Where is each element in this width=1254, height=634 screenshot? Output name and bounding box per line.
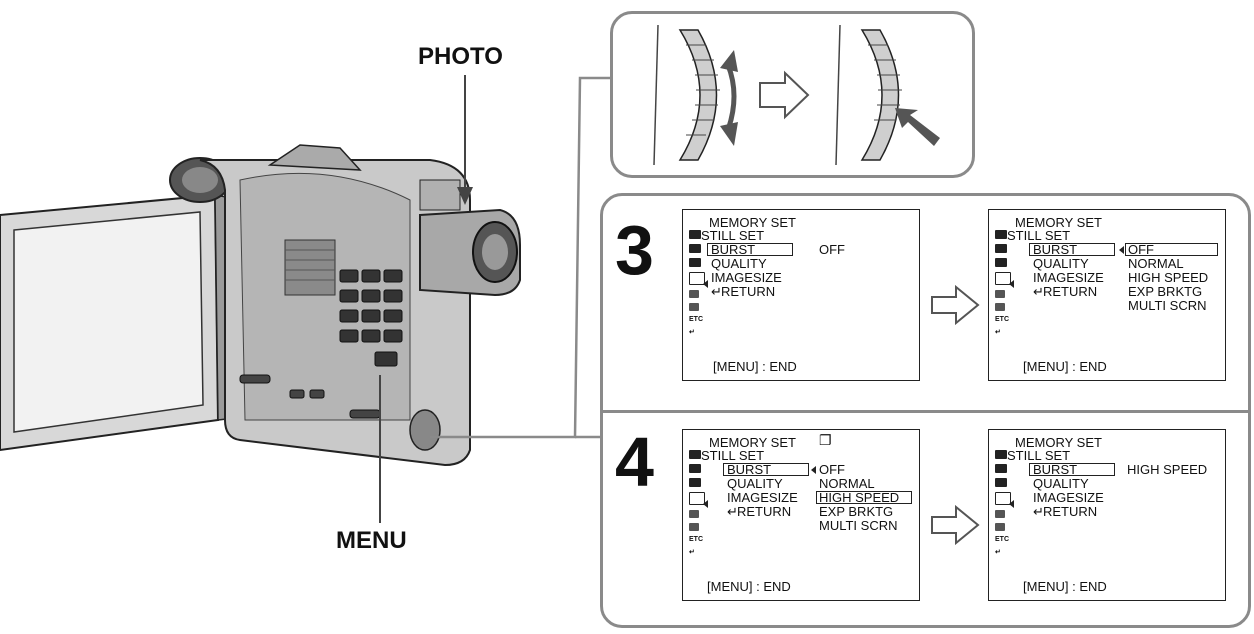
menu-item-return: RETURN: [1043, 504, 1098, 519]
burst-highlight-box: [723, 463, 809, 476]
option-selected-box: [816, 491, 912, 504]
photo-label: PHOTO: [418, 43, 503, 70]
photo-pointer-arrow: [457, 75, 473, 205]
menu-item-burst: BURST: [711, 242, 756, 257]
return-icon: ↵: [689, 329, 695, 336]
option-off: OFF: [819, 462, 845, 477]
screen-title: MEMORY SET: [709, 435, 796, 450]
burst-highlight-box: [1029, 243, 1115, 256]
menu-item-burst: BURST: [727, 462, 772, 477]
dial-panel: [610, 11, 975, 178]
menu-item-return: RETURN: [721, 284, 776, 299]
connector-lines: [430, 76, 610, 439]
option-high-speed: HIGH SPEED: [1128, 270, 1209, 285]
burst-highlight-box: [1029, 463, 1115, 476]
memory-set-icon: [995, 492, 1011, 505]
memory-set-icon: [995, 272, 1011, 285]
burst-value: HIGH SPEED: [1127, 462, 1208, 477]
screen-footer: [MENU] : END: [707, 579, 791, 594]
menu-icons-column: ETC ↵: [995, 230, 1011, 342]
menu-icons-column: ETC ↵: [689, 450, 705, 562]
menu-screen-step3-after: MEMORY SET STILL SET BURST QUALITY IMAGE…: [988, 209, 1226, 381]
menu-item-imagesize: IMAGESIZE: [1033, 490, 1104, 505]
screen-subtitle: STILL SET: [1007, 228, 1071, 243]
screen-title: MEMORY SET: [1015, 435, 1102, 450]
option-normal: NORMAL: [819, 476, 875, 491]
camcorder-illustration: [0, 144, 521, 467]
option-normal: NORMAL: [1128, 256, 1184, 271]
screen-subtitle: STILL SET: [701, 228, 765, 243]
menu-icons-column: ETC ↵: [689, 230, 705, 342]
option-off: OFF: [1128, 242, 1154, 257]
return-icon: ↵: [689, 549, 695, 556]
option-selected-box: [1125, 243, 1218, 256]
menu-screen-step3-before: MEMORY SET STILL SET BURST QUALITY IMAGE…: [682, 209, 920, 381]
screen-subtitle: STILL SET: [701, 448, 765, 463]
menu-label: MENU: [336, 527, 407, 554]
menu-item-return: RETURN: [737, 504, 792, 519]
menu-item-burst: BURST: [1033, 242, 1078, 257]
menu-icons-column: ETC ↵: [995, 450, 1011, 562]
menu-item-imagesize: IMAGESIZE: [711, 270, 782, 285]
option-high-speed: HIGH SPEED: [819, 490, 900, 505]
screen-footer: [MENU] : END: [1023, 359, 1107, 374]
screen-subtitle: STILL SET: [1007, 448, 1071, 463]
menu-item-quality: QUALITY: [1033, 256, 1089, 271]
return-icon: ↵: [711, 284, 722, 299]
menu-item-imagesize: IMAGESIZE: [727, 490, 798, 505]
memory-set-icon: [689, 272, 705, 285]
camera-body: [199, 144, 521, 467]
return-icon: ↵: [1033, 504, 1044, 519]
menu-item-quality: QUALITY: [711, 256, 767, 271]
return-icon: ↵: [995, 329, 1001, 336]
menu-item-return: RETURN: [1043, 284, 1098, 299]
screen-title: MEMORY SET: [709, 215, 796, 230]
menu-item-burst: BURST: [1033, 462, 1078, 477]
steps-divider: [602, 410, 1249, 413]
menu-screen-step4-before: MEMORY SET ❐ STILL SET BURST QUALITY IMA…: [682, 429, 920, 601]
screen-footer: [MENU] : END: [713, 359, 797, 374]
return-icon: ↵: [727, 504, 738, 519]
return-icon: ↵: [995, 549, 1001, 556]
option-exp-brktg: EXP BRKTG: [819, 504, 894, 519]
menu-screen-step4-after: MEMORY SET STILL SET BURST QUALITY IMAGE…: [988, 429, 1226, 601]
menu-item-quality: QUALITY: [727, 476, 783, 491]
dial-rotate-illustration: [653, 24, 940, 166]
menu-item-quality: QUALITY: [1033, 476, 1089, 491]
step3-transition-arrow: [931, 285, 980, 325]
memory-set-icon: [689, 492, 705, 505]
menu-item-imagesize: IMAGESIZE: [1033, 270, 1104, 285]
screen-footer: [MENU] : END: [1023, 579, 1107, 594]
option-multi-scrn: MULTI SCRN: [819, 518, 898, 533]
menu-leader-line: [379, 375, 381, 523]
screen-title: MEMORY SET: [1015, 215, 1102, 230]
step-4-number: 4: [615, 423, 654, 501]
return-icon: ↵: [1033, 284, 1044, 299]
burst-highlight-box: [707, 243, 793, 256]
step-3-number: 3: [615, 211, 654, 289]
lcd-panel: [0, 193, 236, 452]
option-exp-brktg: EXP BRKTG: [1128, 284, 1203, 299]
burst-value: OFF: [819, 242, 845, 257]
step4-transition-arrow: [931, 505, 980, 545]
burst-icon: ❐: [819, 432, 832, 448]
option-multi-scrn: MULTI SCRN: [1128, 298, 1207, 313]
